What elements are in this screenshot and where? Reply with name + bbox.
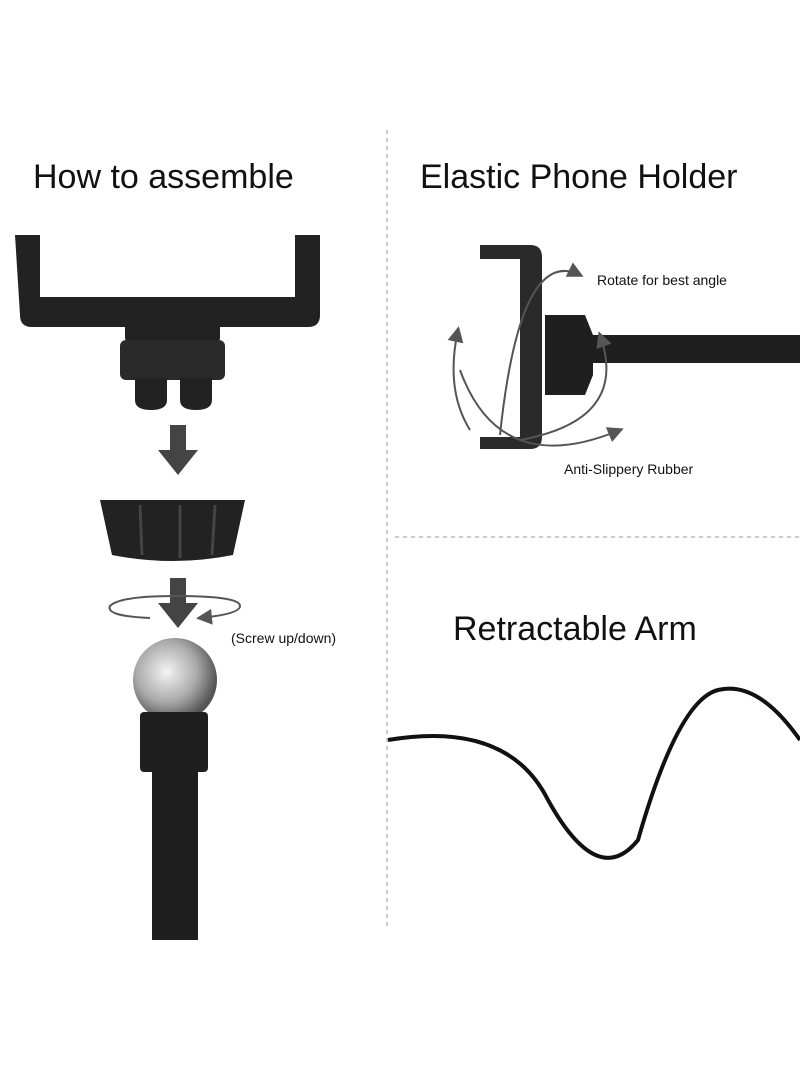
holder-title: Elastic Phone Holder [420, 158, 738, 196]
screw-label: (Screw up/down) [231, 630, 337, 646]
phone-holder-side [480, 245, 800, 449]
retractable-arm-cable [387, 686, 800, 860]
rubber-label: Anti-Slippery Rubber [564, 461, 694, 477]
assemble-title: How to assemble [33, 158, 294, 196]
arm-title: Retractable Arm [453, 610, 697, 648]
down-arrow-icon [158, 425, 198, 628]
rotate-arrow-icon [447, 262, 624, 447]
phone-clamp [15, 235, 320, 410]
rotate-arrow-icon [108, 594, 242, 625]
ball-mount [133, 638, 217, 940]
lock-nut [100, 500, 245, 561]
rotate-label: Rotate for best angle [597, 272, 727, 288]
